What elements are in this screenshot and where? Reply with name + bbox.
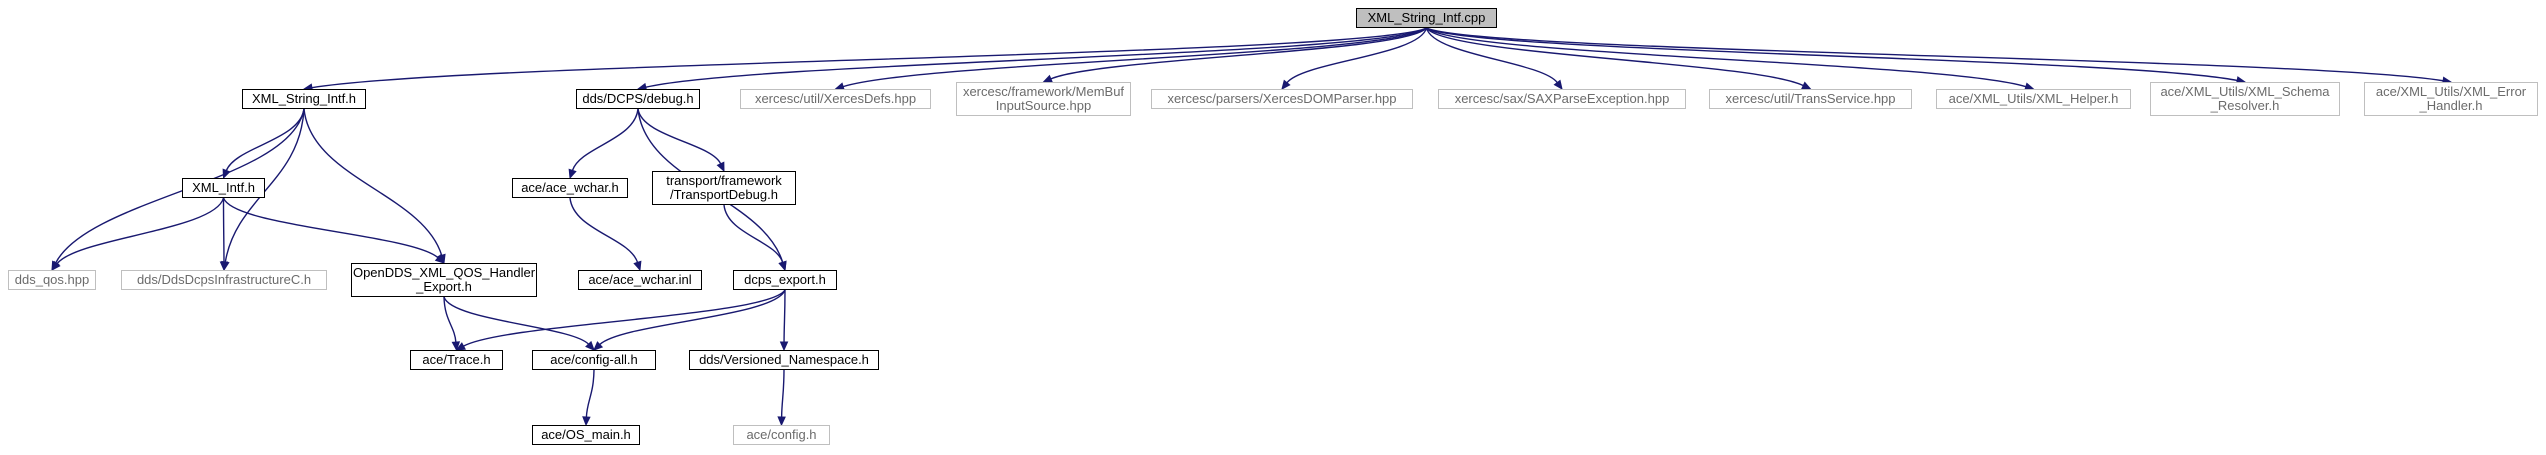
edge-arrowhead-xml-intf-h-to-opendds-xml-qos-handler-export-h <box>434 254 445 264</box>
file-node-ace-xml-utils-xml-helper: ace/XML_Utils/XML_Helper.h <box>1936 89 2131 109</box>
edge-xml-string-intf-cpp-to-ace-xml-utils-schema-resolver <box>1426 27 2238 82</box>
edge-transport-framework-transportdebug-h-to-dcps-export-h <box>723 204 784 263</box>
file-node-ace-trace-h[interactable]: ace/Trace.h <box>410 350 503 370</box>
file-node-dds-qos-hpp: dds_qos.hpp <box>8 270 96 290</box>
edge-xml-intf-h-to-opendds-xml-qos-handler-export-h <box>222 197 439 259</box>
file-node-opendds-xml-qos-handler-export-h[interactable]: OpenDDS_XML_QOS_Handler _Export.h <box>351 263 537 297</box>
file-node-transport-framework-transportdebug-h[interactable]: transport/framework /TransportDebug.h <box>652 171 796 205</box>
file-node-ace-config-h: ace/config.h <box>733 425 830 445</box>
edge-dcps-export-h-to-ace-config-all-h <box>599 289 786 346</box>
edge-opendds-xml-qos-handler-export-h-to-ace-config-all-h <box>443 296 590 345</box>
edge-xml-string-intf-h-to-dds-qos-hpp <box>55 108 305 264</box>
edge-dds-versioned-namespace-h-to-ace-config-h <box>780 369 785 418</box>
dependency-edges <box>51 27 2453 427</box>
edge-xml-string-intf-h-to-dds-ddsdcpsinfrastructurec-h <box>224 108 305 263</box>
edge-dds-dcps-debug-h-to-transport-framework-transportdebug-h <box>637 108 722 165</box>
file-node-xerces-parsers-xercesdom: xercesc/parsers/XercesDOMParser.hpp <box>1151 89 1413 109</box>
file-node-dcps-export-h[interactable]: dcps_export.h <box>733 270 837 290</box>
edge-dds-dcps-debug-h-to-ace-ace-wchar-h <box>571 108 639 171</box>
edge-arrowhead-xml-string-intf-cpp-to-xerces-util-transservice <box>1800 81 1812 90</box>
edge-arrowhead-dds-versioned-namespace-h-to-ace-config-h <box>777 416 786 427</box>
file-node-xerces-framework-membuf: xercesc/framework/MemBuf InputSource.hpp <box>956 82 1131 116</box>
edge-xml-string-intf-cpp-to-ace-xml-utils-error-handler <box>1426 27 2444 82</box>
edge-arrowhead-dds-dcps-debug-h-to-ace-ace-wchar-h <box>568 168 577 180</box>
edge-xml-string-intf-cpp-to-xerces-parsers-xercesdom <box>1286 27 1428 84</box>
edge-arrowhead-dds-dcps-debug-h-to-transport-framework-transportdebug-h <box>716 161 725 173</box>
file-node-ace-ace-wchar-inl[interactable]: ace/ace_wchar.inl <box>578 270 702 290</box>
edge-arrowhead-ace-config-all-h-to-ace-os-main-h <box>582 416 591 427</box>
edge-arrowhead-xml-intf-h-to-dds-qos-hpp <box>51 260 61 271</box>
file-node-xerces-util-xercesdefs: xercesc/util/XercesDefs.hpp <box>740 89 931 109</box>
file-node-dds-dcps-debug-h[interactable]: dds/DCPS/debug.h <box>576 89 700 109</box>
file-node-xerces-sax-saxparseexception: xercesc/sax/SAXParseException.hpp <box>1438 89 1686 109</box>
edge-arrowhead-xml-string-intf-cpp-to-xerces-sax-saxparseexception <box>1553 79 1563 91</box>
edge-arrowhead-opendds-xml-qos-handler-export-h-to-ace-trace-h <box>451 341 461 352</box>
edge-xml-string-intf-cpp-to-xerces-sax-saxparseexception <box>1425 27 1558 84</box>
file-node-ace-xml-utils-error-handler: ace/XML_Utils/XML_Error _Handler.h <box>2364 82 2538 116</box>
edge-arrowhead-xml-intf-h-to-dds-ddsdcpsinfrastructurec-h <box>219 261 229 272</box>
edge-ace-config-all-h-to-ace-os-main-h <box>585 369 595 418</box>
edge-xml-string-intf-cpp-to-dds-dcps-debug-h <box>645 27 1427 88</box>
edge-dcps-export-h-to-ace-trace-h <box>463 289 786 347</box>
edge-xml-string-intf-h-to-xml-intf-h <box>225 108 305 171</box>
edge-arrowhead-transport-framework-transportdebug-h-to-dcps-export-h <box>778 260 787 272</box>
file-node-xml-string-intf-h[interactable]: XML_String_Intf.h <box>242 89 366 109</box>
edge-xml-string-intf-cpp-to-xerces-framework-membuf <box>1050 27 1428 80</box>
edge-opendds-xml-qos-handler-export-h-to-ace-trace-h <box>443 296 457 343</box>
root-file-node-xml-string-intf-cpp[interactable]: XML_String_Intf.cpp <box>1356 8 1497 28</box>
edge-dcps-export-h-to-dds-versioned-namespace-h <box>783 289 786 343</box>
file-node-ace-ace-wchar-h[interactable]: ace/ace_wchar.h <box>512 178 628 198</box>
edge-arrowhead-xml-string-intf-cpp-to-xerces-parsers-xercesdom <box>1281 79 1291 90</box>
edge-ace-ace-wchar-h-to-ace-ace-wchar-inl <box>569 197 639 263</box>
file-node-ace-os-main-h[interactable]: ace/OS_main.h <box>532 425 640 445</box>
edge-xml-string-intf-cpp-to-xerces-util-transservice <box>1425 27 1804 87</box>
edge-xml-string-intf-cpp-to-xerces-util-xercesdefs <box>842 27 1427 88</box>
edge-arrowhead-ace-ace-wchar-h-to-ace-ace-wchar-inl <box>633 260 642 272</box>
file-node-dds-versioned-namespace-h[interactable]: dds/Versioned_Namespace.h <box>689 350 879 370</box>
file-node-xml-intf-h[interactable]: XML_Intf.h <box>182 178 265 198</box>
edge-xml-string-intf-cpp-to-xml-string-intf-h <box>311 27 1427 89</box>
edge-arrowhead-dcps-export-h-to-ace-trace-h <box>455 342 467 351</box>
edge-xml-intf-h-to-dds-qos-hpp <box>56 197 225 265</box>
edge-arrowhead-opendds-xml-qos-handler-export-h-to-ace-config-all-h <box>585 340 595 351</box>
edge-arrowhead-dcps-export-h-to-dds-versioned-namespace-h <box>779 341 789 352</box>
file-node-xerces-util-transservice: xercesc/util/TransService.hpp <box>1709 89 1912 109</box>
file-node-ace-xml-utils-schema-resolver: ace/XML_Utils/XML_Schema _Resolver.h <box>2150 82 2340 116</box>
file-node-dds-ddsdcpsinfrastructurec-h: dds/DdsDcpsInfrastructureC.h <box>121 270 327 290</box>
edge-xml-string-intf-h-to-opendds-xml-qos-handler-export-h <box>303 108 443 256</box>
edge-xml-string-intf-cpp-to-ace-xml-utils-xml-helper <box>1426 27 2027 88</box>
file-node-ace-config-all-h[interactable]: ace/config-all.h <box>532 350 656 370</box>
edge-arrowhead-dcps-export-h-to-ace-config-all-h <box>593 341 604 351</box>
